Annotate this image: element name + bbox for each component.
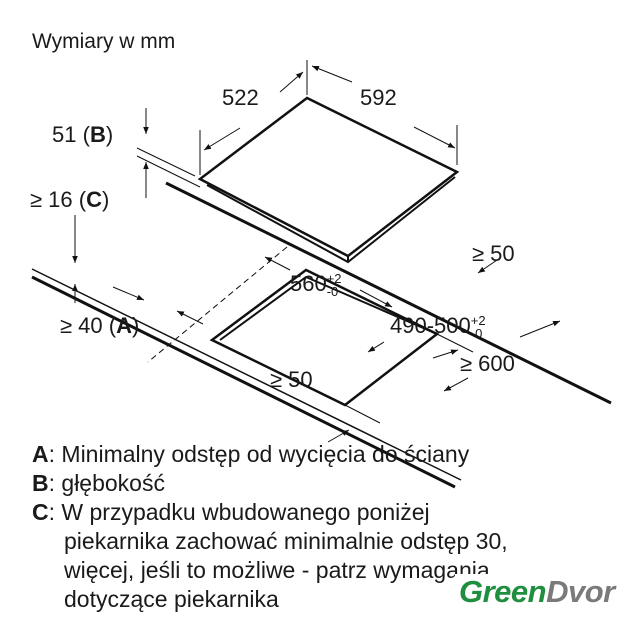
back-gap-label: ≥ 50 <box>472 241 515 266</box>
legend-item-b: B: głębokość <box>32 470 165 496</box>
watermark-logo: GreenDvor <box>455 574 619 610</box>
cutout-depth-label: 490-500+2-0 <box>390 313 486 342</box>
countertop-depth-label: ≥ 600 <box>460 351 515 376</box>
legend-item-c: C: W przypadku wbudowanego poniżej <box>32 499 430 525</box>
legend-item-a: A: Minimalny odstęp od wycięcia do ścian… <box>32 441 470 467</box>
countertop-back-edge <box>165 181 612 405</box>
cutout-inner <box>219 275 438 341</box>
countertop-front-edge <box>31 275 456 489</box>
front-gap-label: ≥ 50 <box>270 367 313 392</box>
hob-width-label: 592 <box>360 85 397 110</box>
countertop-front-edge-top <box>31 268 462 481</box>
diagram-title: Wymiary w mm <box>32 30 176 53</box>
hob-depth-label: 522 <box>222 85 259 110</box>
cutout-width-label: 560+2-0 <box>290 271 342 300</box>
hob-top <box>197 96 460 258</box>
alignment-dashed-line <box>147 246 288 363</box>
front-thickness-label: ≥ 16 (C) <box>30 187 110 212</box>
wall-gap-label: ≥ 40 (A) <box>60 313 140 338</box>
hob-height-label: 51 (B) <box>52 122 114 147</box>
legend: A: Minimalny odstęp od wycięcia do ścian… <box>32 441 508 612</box>
